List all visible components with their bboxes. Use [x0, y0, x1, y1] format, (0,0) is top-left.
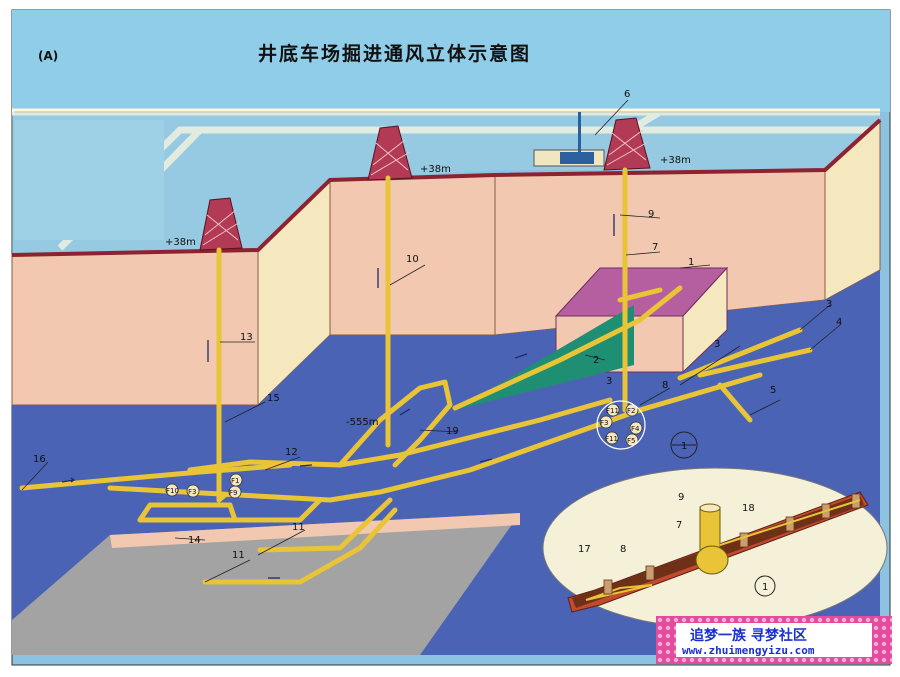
- panel-tag: (A): [38, 49, 58, 63]
- elevation-right: +38m: [660, 155, 691, 166]
- detail-callout-7: 7: [676, 520, 682, 531]
- callout-11: 11: [232, 550, 245, 561]
- detail-view: [542, 467, 888, 629]
- fan-label: F3: [188, 488, 196, 496]
- reference-marker: [670, 431, 698, 459]
- callout-13: 13: [240, 332, 253, 343]
- shafts: [216, 167, 628, 503]
- fan-label: F9: [229, 489, 237, 497]
- ventilation-zone: [455, 305, 634, 410]
- fan-label: F2: [627, 407, 635, 415]
- fan-label: F4: [631, 425, 640, 433]
- callout-11: 11: [292, 522, 305, 533]
- callout-14: 14: [188, 535, 201, 546]
- detail-callout-8: 8: [620, 544, 626, 555]
- airflow-arrow-icon: [61, 214, 615, 579]
- page-title: 井底车场掘进通风立体示意图: [258, 42, 531, 65]
- callout-3: 3: [826, 299, 832, 310]
- callout-12: 12: [285, 447, 298, 458]
- detail-marker-label: 1: [762, 582, 768, 593]
- headframe-icon: [199, 197, 243, 251]
- callout-9: 9: [648, 209, 654, 220]
- fan-equipment: [533, 112, 605, 167]
- headframe-icon: [603, 117, 651, 171]
- callout-2: 2: [593, 355, 599, 366]
- fan-label: F1: [231, 477, 239, 485]
- callout-3: 3: [606, 376, 612, 387]
- fan-label: F5: [627, 437, 635, 445]
- callout-5: 5: [770, 385, 776, 396]
- roadway-network: [19, 285, 813, 585]
- elevation-middle: +38m: [420, 164, 451, 175]
- callout-1: 1: [688, 257, 694, 268]
- callout-6: 6: [624, 89, 630, 100]
- callout-16: 16: [33, 454, 46, 465]
- reference-marker-label: 1: [681, 441, 687, 452]
- fan-label: F3: [600, 419, 608, 427]
- leader-lines: [21, 99, 841, 583]
- detail-highlight-circle: [596, 400, 646, 450]
- headframe-icon: [367, 125, 413, 181]
- callout-3: 3: [714, 339, 720, 350]
- fan-label: F10: [166, 487, 179, 495]
- watermark-line1: 追梦一族 寻梦社区: [690, 627, 807, 644]
- elevation-left: +38m: [165, 237, 196, 248]
- fan-label: F11: [606, 407, 619, 415]
- watermark: [656, 616, 892, 664]
- callout-7: 7: [652, 242, 658, 253]
- callout-19: 19: [446, 426, 459, 437]
- callout-10: 10: [406, 254, 419, 265]
- sky-band: [12, 10, 890, 112]
- detail-callout-9: 9: [678, 492, 684, 503]
- watermark-line2: www.zhuimengyizu.com: [682, 644, 815, 657]
- detail-callout-18: 18: [742, 503, 755, 514]
- fan-label: F11: [605, 435, 618, 443]
- callout-8: 8: [662, 380, 668, 391]
- elevation-depth: -555m: [346, 417, 378, 428]
- callout-15: 15: [267, 393, 280, 404]
- detail-callout-17: 17: [578, 544, 591, 555]
- fan-icon: [165, 403, 643, 499]
- detail-marker: [754, 575, 776, 597]
- callout-4: 4: [836, 317, 842, 328]
